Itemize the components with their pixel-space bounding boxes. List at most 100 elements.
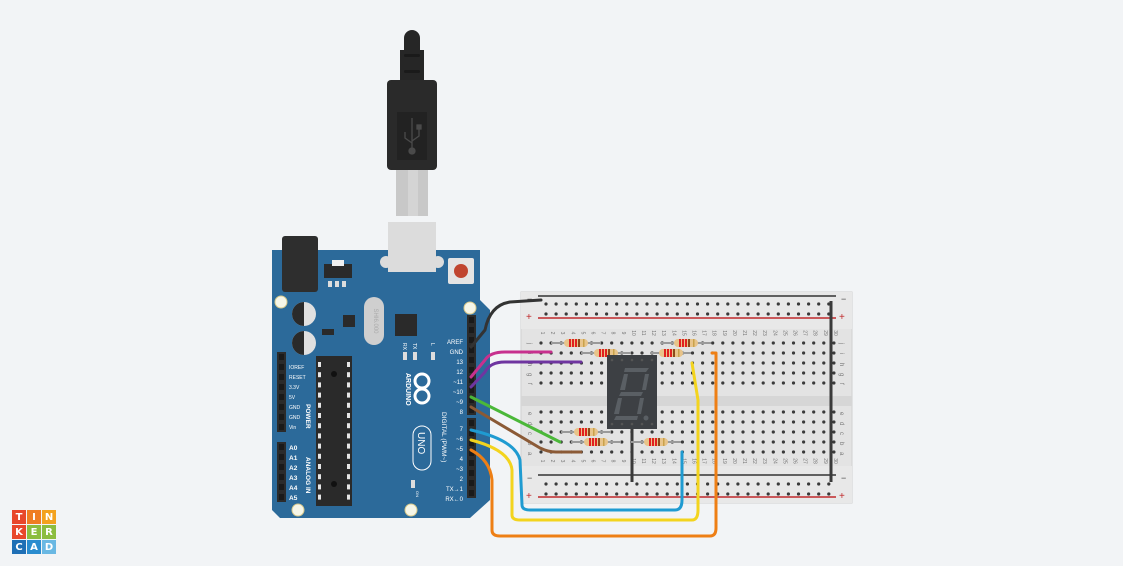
bb-hole[interactable]: [812, 381, 816, 385]
bb-hole[interactable]: [600, 450, 604, 454]
bb-rail-hole[interactable]: [817, 482, 821, 486]
bb-rail-hole[interactable]: [776, 492, 780, 496]
bb-rail-hole[interactable]: [635, 302, 639, 306]
bb-hole[interactable]: [832, 361, 836, 365]
bb-hole[interactable]: [569, 410, 573, 414]
bb-rail-hole[interactable]: [695, 312, 700, 316]
bb-hole[interactable]: [680, 371, 685, 375]
bb-rail-hole[interactable]: [564, 312, 568, 316]
bb-rail-hole[interactable]: [554, 312, 558, 316]
bb-rail-hole[interactable]: [544, 482, 548, 486]
bb-hole[interactable]: [589, 361, 594, 365]
header-pin[interactable]: [279, 494, 284, 500]
bb-rail-hole[interactable]: [756, 312, 760, 316]
bb-hole[interactable]: [791, 381, 796, 385]
wire-11[interactable]: [469, 350, 553, 379]
bb-rail-hole[interactable]: [817, 492, 821, 496]
bb-rail-hole[interactable]: [625, 482, 629, 486]
bb-hole[interactable]: [600, 371, 604, 375]
bb-hole[interactable]: [701, 420, 705, 424]
bb-rail-hole[interactable]: [756, 482, 760, 486]
bb-hole[interactable]: [690, 410, 695, 414]
bb-hole[interactable]: [680, 420, 685, 424]
bb-hole[interactable]: [761, 440, 765, 444]
bb-hole[interactable]: [802, 410, 806, 414]
bb-hole[interactable]: [771, 361, 775, 365]
bb-rail-hole[interactable]: [564, 482, 568, 486]
bb-rail-hole[interactable]: [746, 482, 750, 486]
bb-hole[interactable]: [539, 420, 543, 424]
bb-rail-hole[interactable]: [706, 312, 710, 316]
bb-hole[interactable]: [812, 420, 816, 424]
bb-rail-hole[interactable]: [554, 492, 558, 496]
bb-hole[interactable]: [781, 371, 786, 375]
bb-hole[interactable]: [549, 371, 553, 375]
bb-hole[interactable]: [721, 351, 725, 355]
wire-8[interactable]: [469, 405, 583, 454]
bb-hole[interactable]: [761, 341, 765, 345]
bb-rail-hole[interactable]: [665, 312, 669, 316]
bb-hole[interactable]: [741, 361, 745, 365]
bb-rail-hole[interactable]: [655, 492, 659, 496]
bb-rail-hole[interactable]: [594, 312, 599, 316]
bb-hole[interactable]: [721, 361, 725, 365]
header-pin[interactable]: [469, 397, 474, 403]
bb-hole[interactable]: [812, 351, 816, 355]
bb-rail-hole[interactable]: [544, 312, 548, 316]
bb-hole[interactable]: [771, 420, 775, 424]
bb-hole[interactable]: [701, 381, 705, 385]
bb-hole[interactable]: [701, 410, 705, 414]
bb-hole[interactable]: [832, 430, 836, 434]
bb-hole[interactable]: [741, 341, 745, 345]
bb-hole[interactable]: [579, 381, 584, 385]
bb-rail-hole[interactable]: [635, 492, 639, 496]
bb-rail-hole[interactable]: [766, 482, 770, 486]
bb-hole[interactable]: [802, 371, 806, 375]
bb-hole[interactable]: [802, 450, 806, 454]
bb-hole[interactable]: [610, 450, 614, 454]
bb-hole[interactable]: [741, 410, 745, 414]
resistor[interactable]: [661, 339, 711, 347]
bb-hole[interactable]: [690, 450, 695, 454]
bb-hole[interactable]: [731, 361, 735, 365]
bb-hole[interactable]: [569, 381, 573, 385]
header-pin[interactable]: [469, 470, 474, 476]
bb-rail-hole[interactable]: [786, 302, 791, 306]
bb-hole[interactable]: [751, 440, 755, 444]
bb-hole[interactable]: [761, 351, 765, 355]
bb-rail-hole[interactable]: [786, 482, 791, 486]
bb-rail-hole[interactable]: [756, 302, 760, 306]
bb-hole[interactable]: [802, 440, 806, 444]
bb-hole[interactable]: [761, 450, 765, 454]
bb-hole[interactable]: [680, 440, 685, 444]
bb-hole[interactable]: [721, 420, 725, 424]
bb-hole[interactable]: [690, 440, 695, 444]
bb-hole[interactable]: [630, 341, 634, 345]
bb-hole[interactable]: [701, 361, 705, 365]
bb-rail-hole[interactable]: [675, 492, 679, 496]
header-pin[interactable]: [469, 377, 474, 383]
bb-hole[interactable]: [549, 440, 553, 444]
bb-rail-hole[interactable]: [796, 312, 801, 316]
bb-hole[interactable]: [539, 450, 543, 454]
bb-hole[interactable]: [569, 420, 573, 424]
bb-rail-hole[interactable]: [766, 302, 770, 306]
bb-hole[interactable]: [761, 420, 765, 424]
bb-hole[interactable]: [559, 381, 563, 385]
bb-hole[interactable]: [600, 361, 604, 365]
bb-rail-hole[interactable]: [726, 482, 730, 486]
bb-hole[interactable]: [832, 420, 836, 424]
bb-rail-hole[interactable]: [796, 492, 801, 496]
bb-hole[interactable]: [791, 420, 796, 424]
bb-hole[interactable]: [761, 371, 765, 375]
bb-hole[interactable]: [731, 341, 735, 345]
bb-hole[interactable]: [559, 371, 563, 375]
bb-hole[interactable]: [761, 410, 765, 414]
bb-hole[interactable]: [600, 381, 604, 385]
bb-hole[interactable]: [650, 341, 654, 345]
bb-hole[interactable]: [731, 351, 735, 355]
digital-header-top[interactable]: [467, 315, 476, 415]
bb-hole[interactable]: [589, 371, 594, 375]
bb-hole[interactable]: [761, 361, 765, 365]
bb-hole[interactable]: [741, 440, 745, 444]
